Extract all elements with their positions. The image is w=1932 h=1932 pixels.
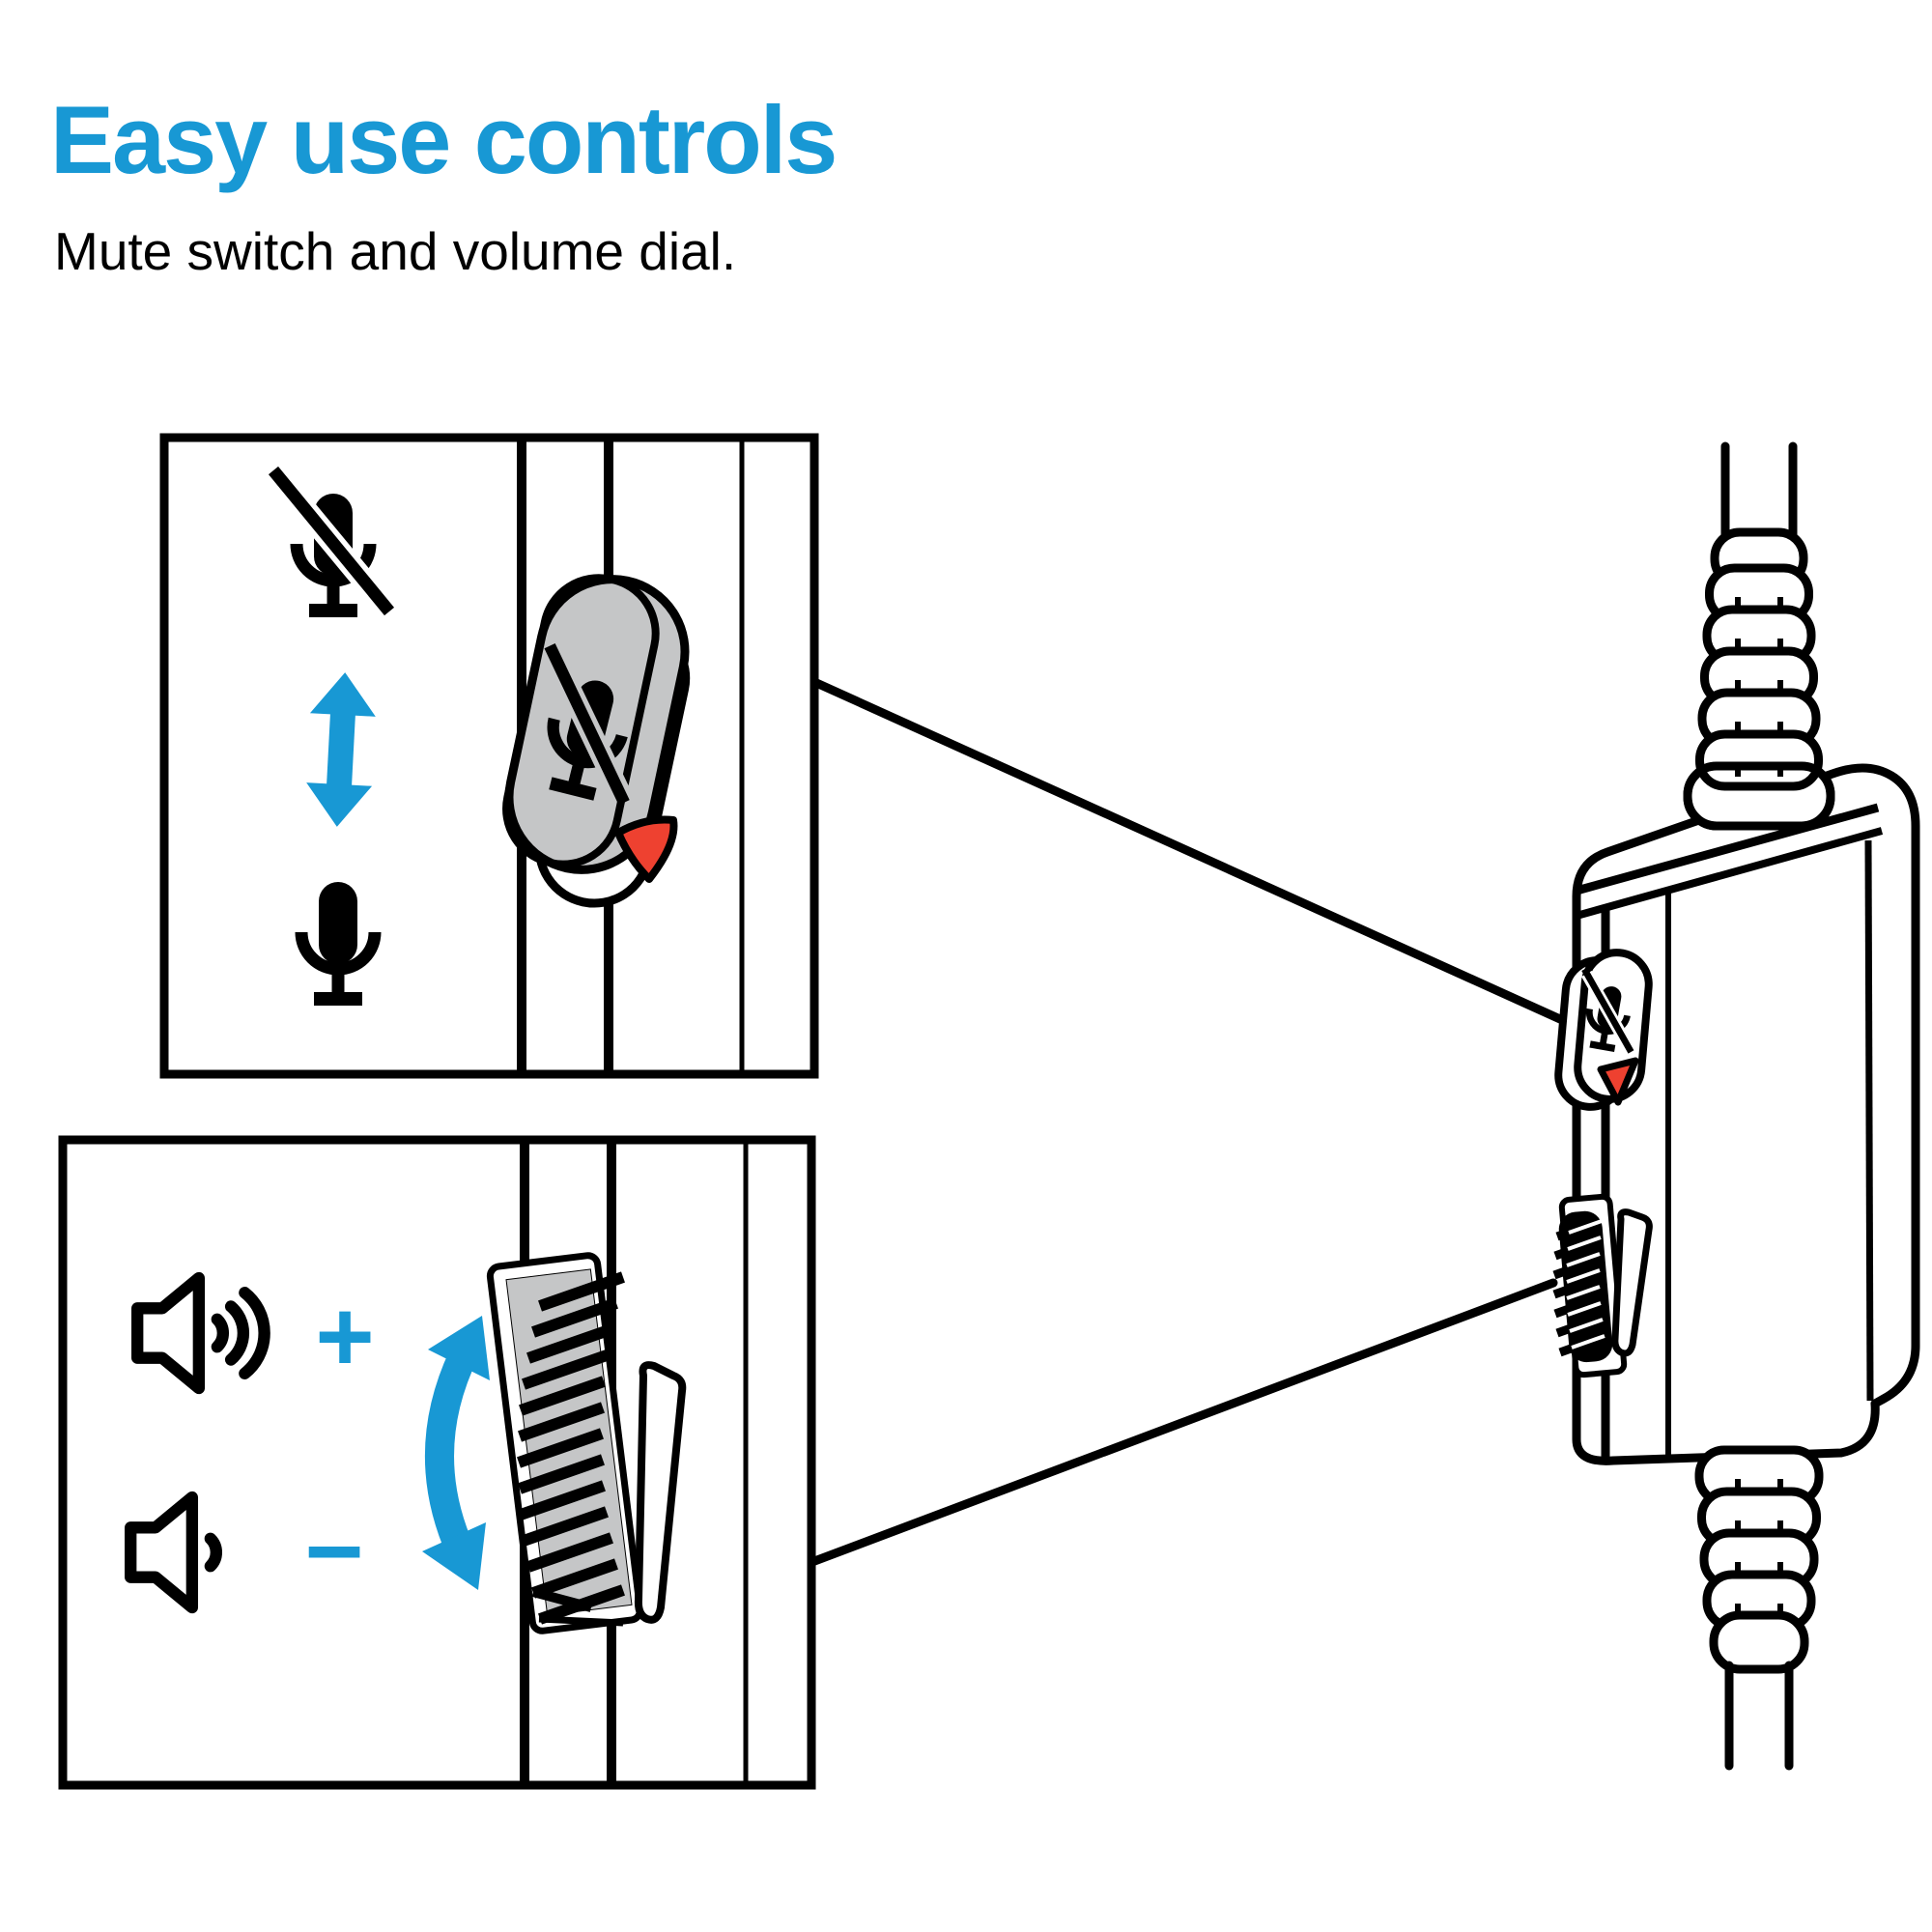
callout-line-volume	[805, 1278, 1558, 1568]
minus-label: −	[304, 1495, 363, 1608]
mute-slider-illustration	[502, 574, 691, 908]
mute-detail-frame	[159, 433, 819, 1079]
mute-detail-panel	[159, 433, 819, 1079]
volume-detail-panel: + −	[58, 1135, 816, 1790]
up-down-arrow-icon	[306, 672, 376, 827]
volume-wheel-illustration	[486, 1252, 687, 1634]
strain-relief-bottom	[1694, 1445, 1824, 1674]
remote-body	[1572, 763, 1920, 1465]
volume-wheel	[1552, 1193, 1653, 1378]
plus-label: +	[315, 1281, 374, 1394]
cable-bottom	[1724, 1661, 1794, 1771]
page-subtitle: Mute switch and volume dial.	[54, 221, 737, 281]
mute-slider	[1554, 949, 1653, 1111]
page-title: Easy use controls	[50, 86, 838, 193]
strain-relief-top	[1683, 527, 1835, 831]
volume-pointer	[1611, 1208, 1653, 1357]
inline-remote-illustration	[1552, 441, 1920, 1771]
mute-indicator-red	[1597, 1057, 1639, 1106]
volume-pointer-wedge	[634, 1361, 687, 1624]
callout-line-mute	[810, 677, 1565, 1024]
rotate-arrow-icon	[422, 1316, 490, 1590]
mute-indicator-red	[614, 815, 678, 883]
